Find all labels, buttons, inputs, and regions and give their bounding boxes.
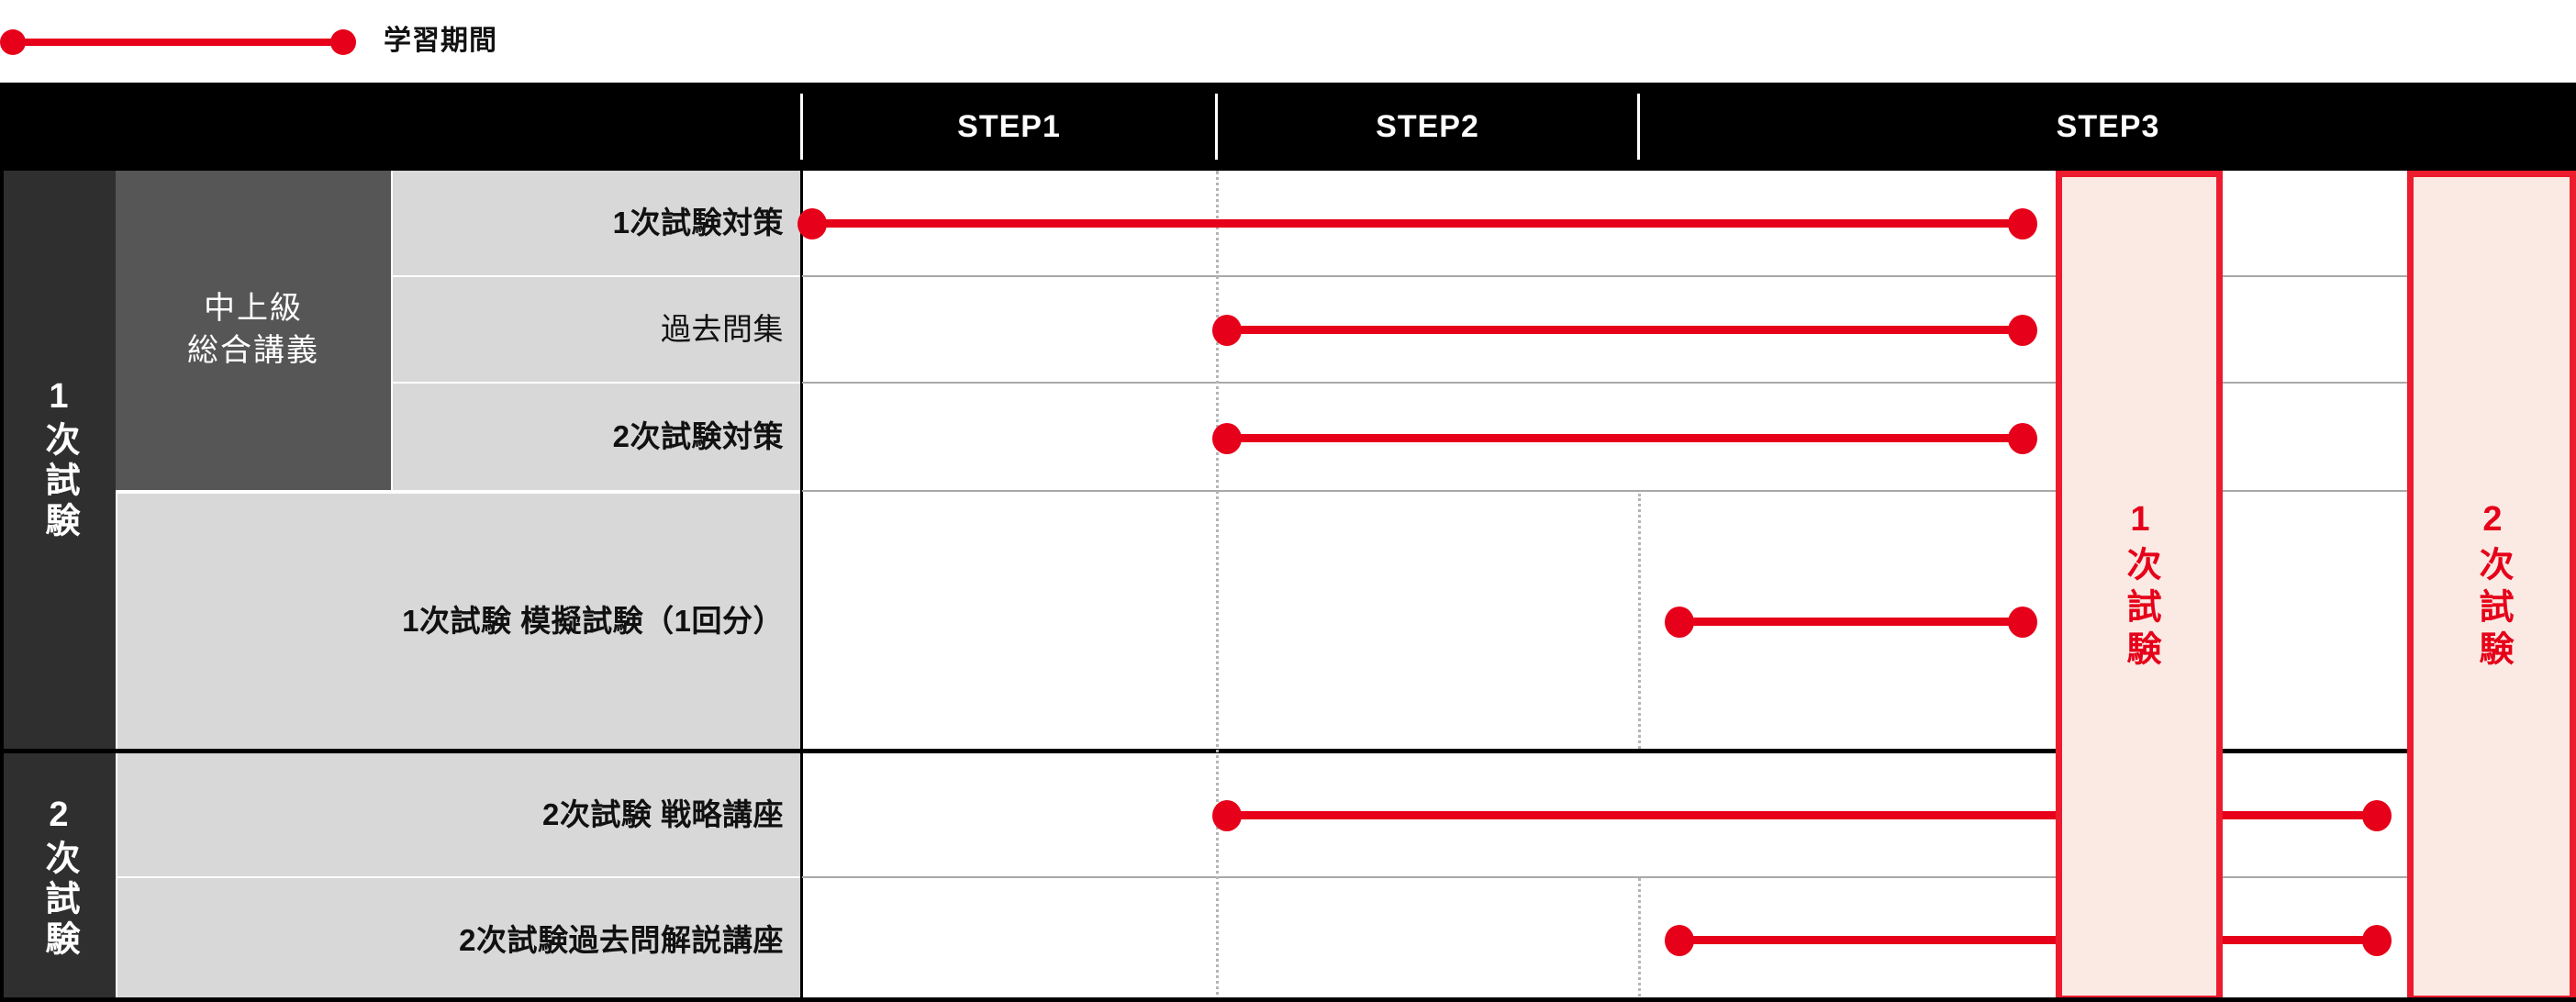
- legend: 学習期間: [0, 0, 2576, 83]
- course-group-label: 中上級総合講義: [187, 291, 319, 368]
- gantt-segment-row-0: [812, 219, 2023, 228]
- step-header-step3: STEP3: [2056, 108, 2160, 144]
- row-label-0: 1次試験対策: [393, 171, 800, 275]
- gantt-segment-row-3: [1679, 618, 2023, 626]
- step1-step2-divider: [1216, 171, 1219, 1002]
- course-group-block: 中上級総合講義: [116, 171, 391, 490]
- gantt-segment-row-1: [1227, 326, 2023, 334]
- plot-left-border: [800, 171, 803, 1002]
- step-divider-1: [1215, 94, 1218, 160]
- gantt-bar-row-3: [0, 603, 2576, 640]
- row-label-2: 2次試験対策: [393, 384, 800, 490]
- gridline-row-2: [802, 490, 2576, 492]
- step2-step3-divider-upper: [1638, 494, 1641, 749]
- table-outer-left-border: [0, 171, 4, 1002]
- gantt-segment-row-2: [1227, 434, 2023, 442]
- gantt-bar-row-4: [0, 796, 2576, 833]
- exam-column-secondary-label: 2次試験: [2472, 500, 2512, 673]
- chart-body: 1次試験 2次試験 中上級総合講義 1次試験対策 過去問集 2次試験対策 1次試…: [0, 171, 2576, 1002]
- gantt-bar-row-2: [0, 419, 2576, 456]
- gantt-end-dot-row-1: [2008, 315, 2037, 346]
- gantt-end-dot-row-3: [2008, 607, 2037, 638]
- legend-line-sample: [0, 26, 356, 59]
- gantt-bar-row-1: [0, 311, 2576, 348]
- section-column-primary-exam: 1次試験: [0, 171, 116, 749]
- row-label-5: 2次試験過去問解説講座: [117, 878, 800, 1002]
- gantt-segment-row-4-b: [2220, 811, 2381, 819]
- section-label-secondary-exam: 2次試験: [39, 795, 78, 961]
- legend-label: 学習期間: [384, 26, 497, 56]
- step-header-step1: STEP1: [957, 108, 1061, 144]
- gantt-end-dot-row-5: [2362, 925, 2392, 956]
- gantt-end-dot-row-2: [2008, 423, 2037, 454]
- table-outer-bottom-border: [0, 997, 2576, 1002]
- row-label-3: 1次試験 模擬試験（1回分）: [117, 494, 800, 749]
- gridline-row-1: [802, 382, 2576, 384]
- row-label-1: 過去問集: [393, 277, 800, 382]
- section-column-secondary-exam: 2次試験: [0, 753, 116, 1002]
- exam-column-secondary: 2次試験: [2407, 171, 2576, 1002]
- gantt-segment-row-4-a: [1227, 811, 2058, 819]
- exam-column-primary-label: 1次試験: [2120, 500, 2159, 673]
- row-label-4: 2次試験 戦略講座: [117, 753, 800, 876]
- section-label-primary-exam: 1次試験: [39, 377, 78, 542]
- gantt-bar-row-5: [0, 921, 2576, 958]
- gantt-segment-row-5-b: [2220, 936, 2381, 944]
- step2-step3-divider-lower: [1638, 878, 1641, 1002]
- step-divider-0: [800, 94, 803, 160]
- step-header-bar: STEP1 STEP2 STEP3: [0, 83, 2576, 171]
- gridline-row-0: [802, 275, 2576, 277]
- legend-end-dot-icon: [330, 29, 356, 55]
- gantt-end-dot-row-4: [2362, 800, 2392, 831]
- legend-bar: [13, 39, 343, 46]
- gantt-end-dot-row-0: [2008, 208, 2037, 239]
- exam-column-primary: 1次試験: [2056, 171, 2223, 1002]
- section-separator-line: [0, 749, 2576, 753]
- gantt-segment-row-5-a: [1679, 936, 2058, 944]
- gantt-bar-row-0: [0, 205, 2576, 241]
- step-divider-2: [1637, 94, 1640, 160]
- step-header-step2: STEP2: [1376, 108, 1479, 144]
- gridline-row-4: [802, 876, 2576, 878]
